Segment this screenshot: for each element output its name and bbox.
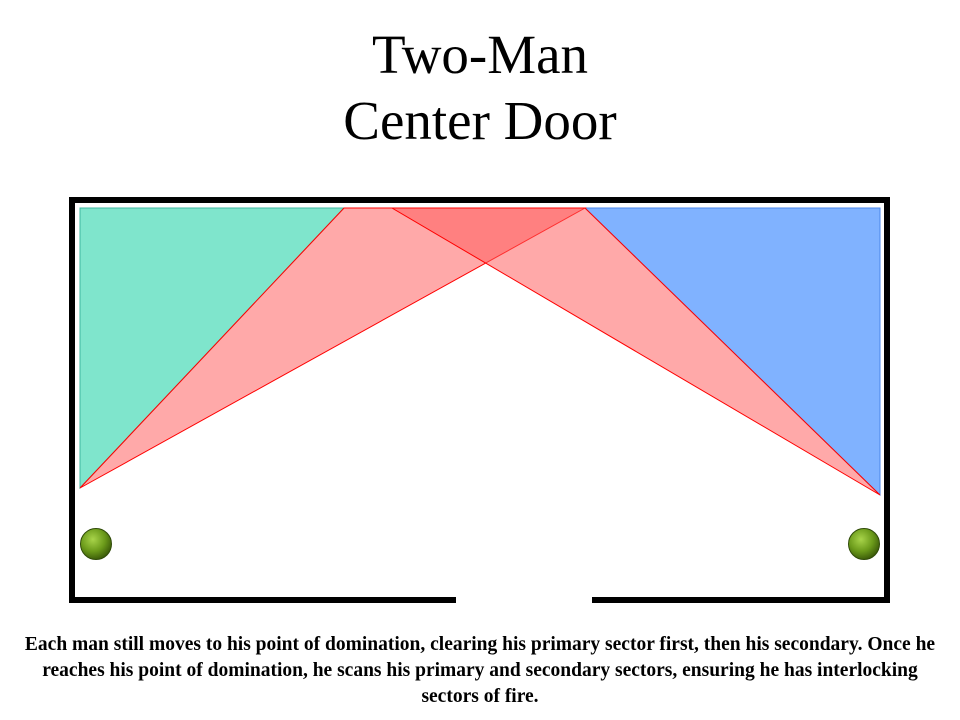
left-man-marker (80, 528, 112, 560)
slide-title: Two-Man Center Door (0, 22, 960, 154)
room-wall-left (69, 197, 890, 603)
slide-caption: Each man still moves to his point of dom… (24, 634, 936, 707)
title-line-1: Two-Man (371, 24, 589, 85)
title-line-2: Center Door (343, 90, 617, 151)
right-secondary-sector (390, 207, 881, 496)
right-man-marker (848, 528, 880, 560)
